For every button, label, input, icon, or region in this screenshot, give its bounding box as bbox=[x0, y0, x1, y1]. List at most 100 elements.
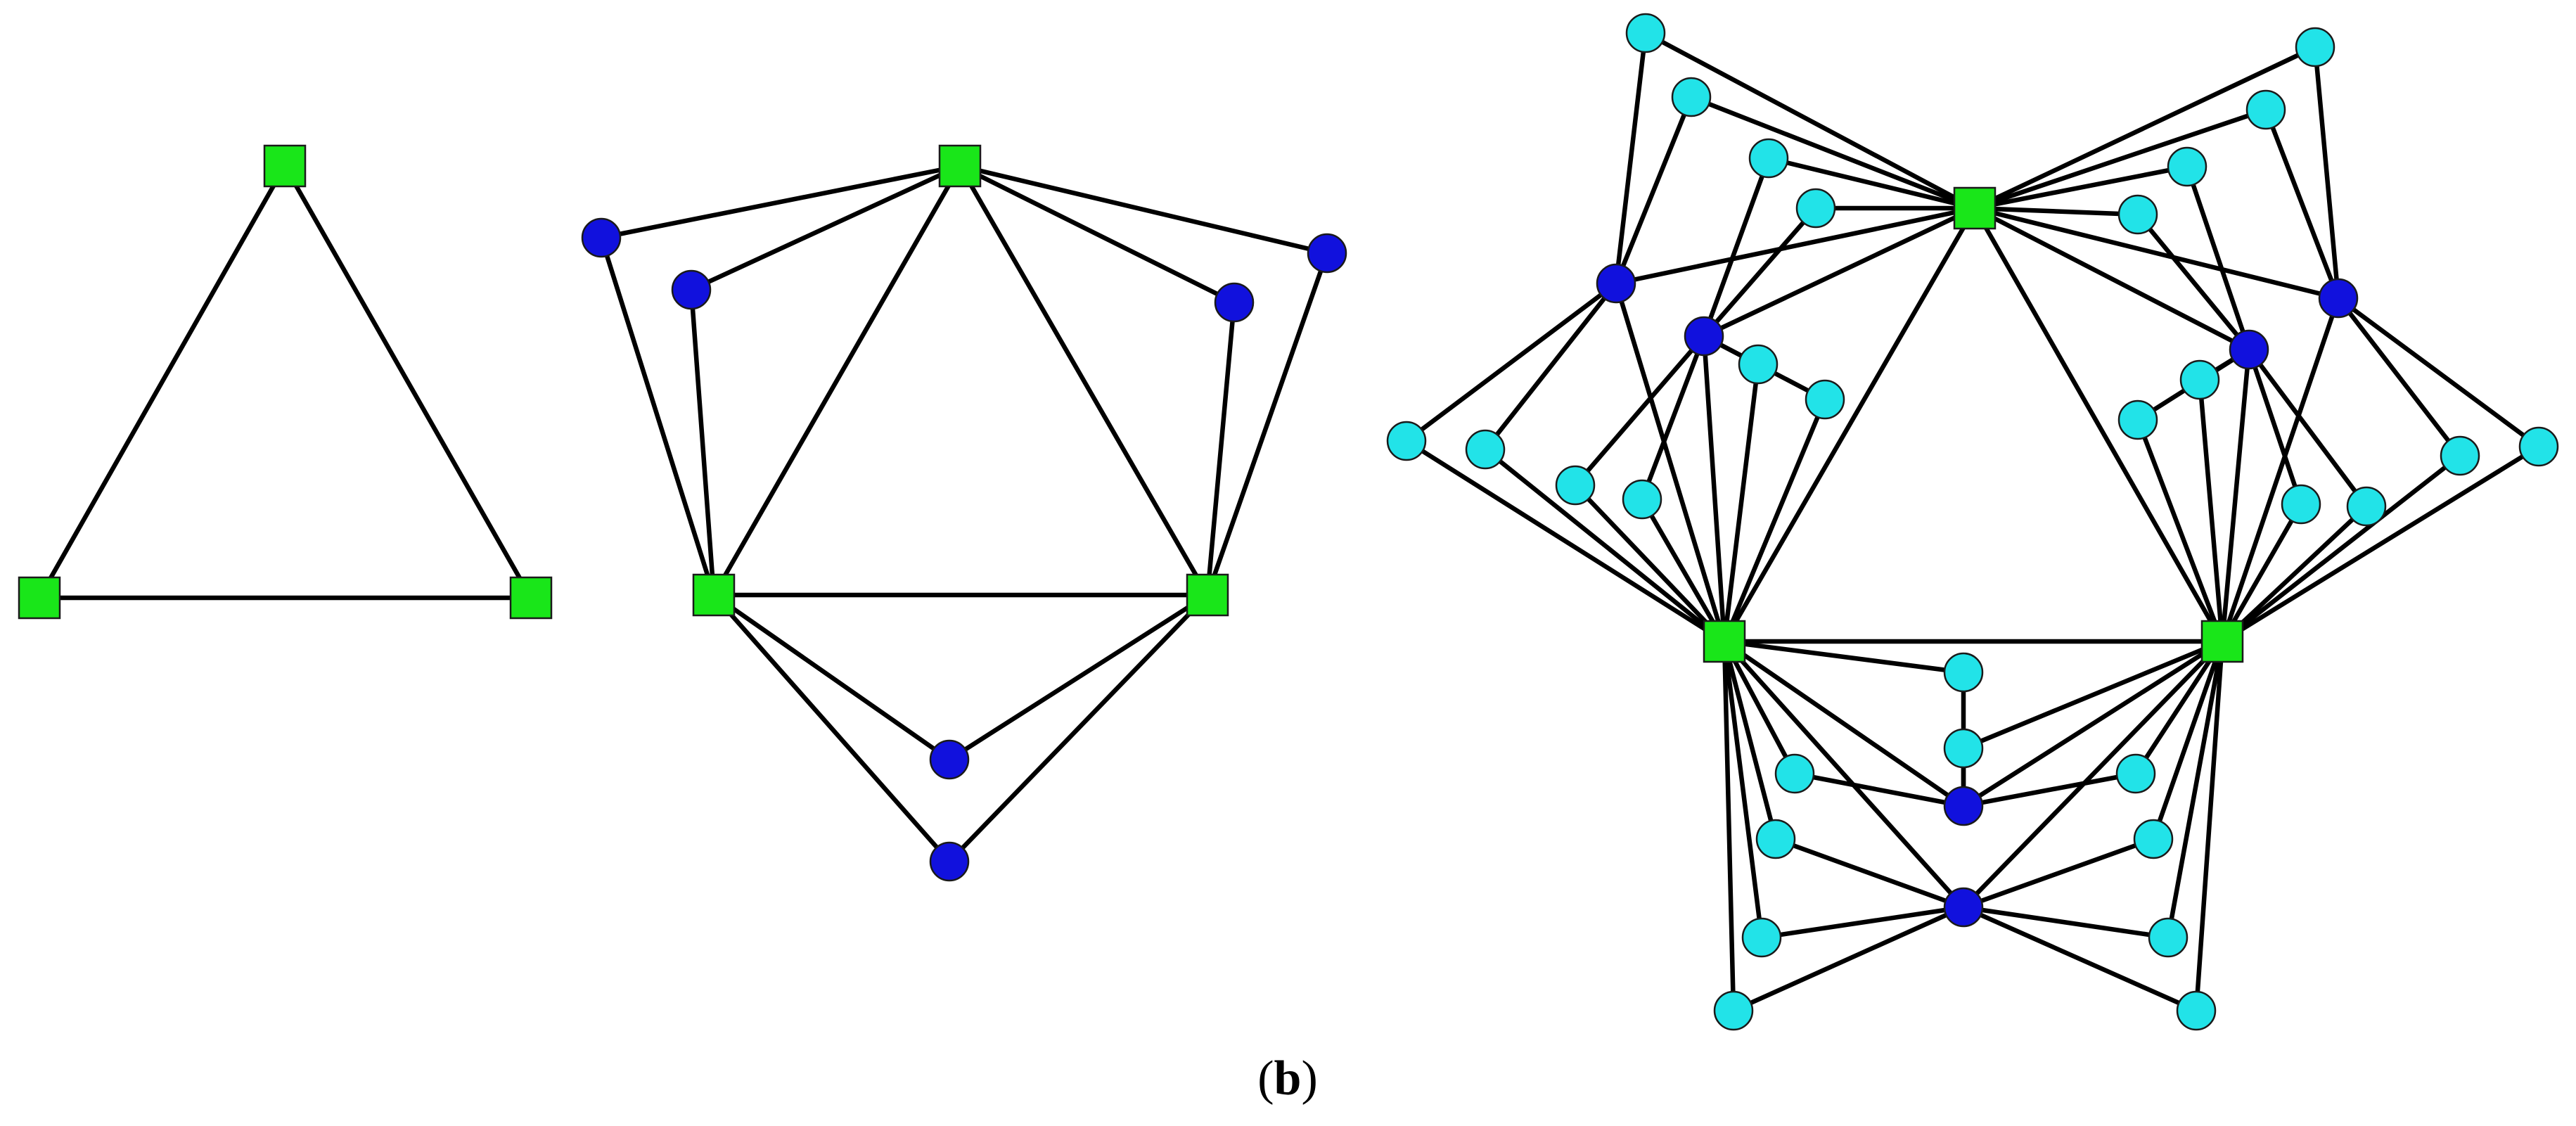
edge bbox=[711, 592, 952, 864]
caption-letter: b bbox=[1274, 1051, 1302, 1106]
level-2-node-circle bbox=[2133, 819, 2174, 859]
edge bbox=[1722, 205, 1978, 644]
level-1-node-circle bbox=[581, 217, 622, 258]
edge bbox=[598, 235, 717, 598]
edge bbox=[1961, 904, 2171, 940]
edge bbox=[1972, 205, 2141, 217]
level-2-node-circle bbox=[2518, 426, 2559, 467]
network-generation-1 bbox=[581, 144, 1347, 882]
level-2-node-circle bbox=[1386, 421, 1427, 461]
edge bbox=[2246, 347, 2304, 507]
edge bbox=[1701, 155, 1771, 339]
level-2-node-circle bbox=[2179, 359, 2220, 400]
level-2-node-circle bbox=[2148, 917, 2189, 958]
edge bbox=[2193, 639, 2225, 1013]
level-2-node-circle bbox=[2245, 89, 2286, 130]
level-1-node-circle bbox=[929, 739, 970, 780]
edge bbox=[2219, 444, 2542, 644]
edge bbox=[1205, 250, 1330, 598]
level-2-node-circle bbox=[2176, 990, 2217, 1031]
edge bbox=[1722, 639, 1966, 910]
edge bbox=[1722, 639, 1966, 675]
level-2-node-circle bbox=[2115, 753, 2156, 794]
edge bbox=[2219, 504, 2369, 644]
edge bbox=[1972, 205, 2341, 301]
edge bbox=[1972, 164, 2190, 211]
edge bbox=[688, 287, 717, 598]
edge bbox=[1773, 836, 1966, 910]
level-1-node-circle bbox=[2318, 278, 2359, 319]
edges-gen-1 bbox=[598, 163, 1330, 864]
edge bbox=[1722, 397, 1828, 644]
edge bbox=[2135, 212, 2252, 352]
edge bbox=[1961, 771, 2139, 809]
level-2-node-circle bbox=[1774, 753, 1815, 794]
edge bbox=[1572, 333, 1707, 488]
hub-node-square bbox=[692, 573, 736, 617]
edge bbox=[1722, 639, 1736, 1013]
edge bbox=[1961, 836, 2156, 910]
nodes-gen-0 bbox=[18, 144, 553, 620]
edge bbox=[1722, 639, 1798, 776]
edge bbox=[1759, 904, 1966, 940]
level-2-node-circle bbox=[1713, 990, 1754, 1031]
level-2-node-circle bbox=[1622, 479, 1662, 520]
edge bbox=[2219, 347, 2252, 644]
hub-node-square bbox=[1703, 620, 1746, 663]
edge bbox=[2335, 295, 2463, 459]
level-1-node-circle bbox=[1684, 316, 1724, 357]
level-1-node-circle bbox=[1214, 282, 1255, 323]
edge bbox=[2151, 639, 2225, 842]
edge bbox=[2312, 44, 2341, 301]
edge bbox=[1722, 639, 1966, 809]
edge bbox=[282, 163, 534, 601]
level-2-node-circle bbox=[1748, 138, 1789, 179]
edge bbox=[37, 163, 288, 601]
edge bbox=[1643, 30, 1978, 211]
edge bbox=[1731, 904, 1966, 1013]
level-2-node-circle bbox=[1795, 188, 1836, 229]
edge bbox=[2219, 295, 2341, 644]
edge bbox=[957, 163, 1237, 305]
edge bbox=[2219, 453, 2463, 644]
edge bbox=[1972, 107, 2269, 211]
hub-node-square bbox=[509, 576, 553, 620]
level-2-node-circle bbox=[2346, 486, 2387, 527]
level-2-node-circle bbox=[2295, 27, 2335, 68]
edge bbox=[1766, 155, 1978, 211]
nodes-gen-2 bbox=[1386, 13, 2559, 1031]
edge bbox=[2135, 417, 2225, 644]
edge bbox=[957, 163, 1210, 598]
edge bbox=[957, 163, 1330, 256]
edge bbox=[1639, 497, 1727, 644]
hub-node-square bbox=[2200, 620, 2244, 663]
level-2-node-circle bbox=[1805, 379, 1845, 420]
edge bbox=[1961, 904, 2199, 1013]
edge bbox=[1972, 205, 2225, 644]
hub-node-square bbox=[938, 144, 982, 188]
hub-node-square bbox=[1186, 573, 1229, 617]
level-2-node-circle bbox=[1741, 917, 1782, 958]
edge bbox=[1572, 482, 1727, 644]
edge bbox=[2335, 295, 2542, 449]
edge bbox=[1972, 44, 2318, 211]
edge bbox=[1404, 281, 1619, 444]
level-2-node-circle bbox=[1943, 652, 1984, 693]
level-1-node-circle bbox=[1943, 786, 1984, 826]
level-2-node-circle bbox=[2117, 194, 2158, 235]
level-1-node-circle bbox=[1307, 233, 1347, 274]
figure-caption: (b) bbox=[1257, 1051, 1318, 1106]
network-generation-2 bbox=[1386, 13, 2559, 1031]
edge bbox=[1639, 333, 1707, 502]
level-2-node-circle bbox=[1671, 77, 1712, 117]
edge bbox=[711, 592, 952, 762]
edge bbox=[2246, 347, 2369, 509]
edge bbox=[1613, 205, 1978, 286]
edge bbox=[2219, 501, 2304, 644]
edge bbox=[598, 163, 963, 241]
edge bbox=[2165, 639, 2225, 940]
hub-node-square bbox=[18, 576, 61, 620]
edge bbox=[1961, 639, 2225, 809]
edge bbox=[2263, 107, 2341, 301]
